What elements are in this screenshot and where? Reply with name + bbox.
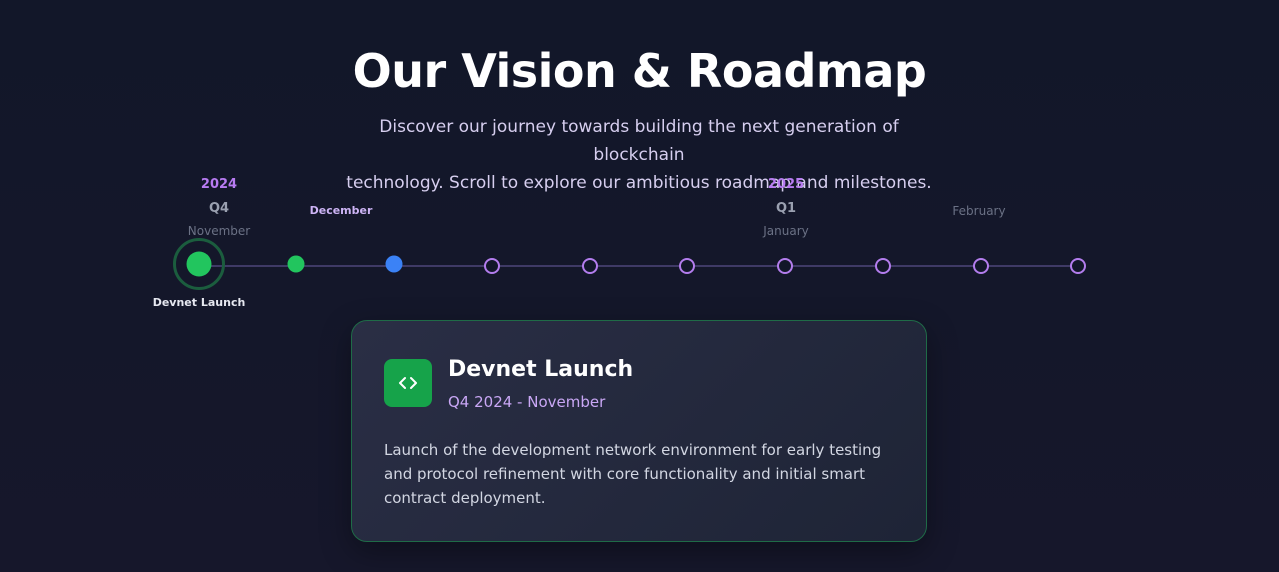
year-label-2024: 2024 — [200, 177, 238, 192]
active-milestone-label: Devnet Launch — [152, 296, 246, 309]
subtitle-line-1: Discover our journey towards building th… — [379, 117, 899, 165]
milestone-3[interactable] — [385, 255, 403, 273]
milestone-7[interactable] — [777, 258, 793, 274]
milestone-8[interactable] — [875, 258, 891, 274]
subtitle-line-2: technology. Scroll to explore our ambiti… — [346, 173, 932, 193]
milestone-9[interactable] — [973, 258, 989, 274]
card-title: Devnet Launch — [448, 357, 634, 382]
month-label-november: November — [187, 224, 251, 238]
milestone-active-ring — [173, 238, 225, 290]
milestone-2[interactable] — [287, 255, 305, 273]
milestone-6[interactable] — [679, 258, 695, 274]
month-label-december: December — [309, 204, 373, 217]
month-label-february: February — [952, 204, 1006, 218]
milestone-5[interactable] — [582, 258, 598, 274]
quarter-label-q1: Q1 — [775, 201, 797, 216]
month-label-january: January — [763, 224, 809, 238]
milestone-devnet-launch[interactable] — [186, 251, 212, 277]
quarter-label-q4: Q4 — [208, 201, 230, 216]
page-subtitle: Discover our journey towards building th… — [339, 113, 939, 197]
milestone-detail-card: Devnet Launch Q4 2024 - November Launch … — [351, 320, 927, 542]
milestone-10[interactable] — [1070, 258, 1086, 274]
timeline-track — [199, 265, 1079, 267]
code-brackets-icon — [384, 359, 432, 407]
year-label-2025: 2025 — [767, 177, 805, 192]
card-description: Launch of the development network enviro… — [384, 441, 882, 507]
card-date: Q4 2024 - November — [448, 393, 606, 411]
milestone-4[interactable] — [484, 258, 500, 274]
page-title: Our Vision & Roadmap — [352, 44, 927, 98]
